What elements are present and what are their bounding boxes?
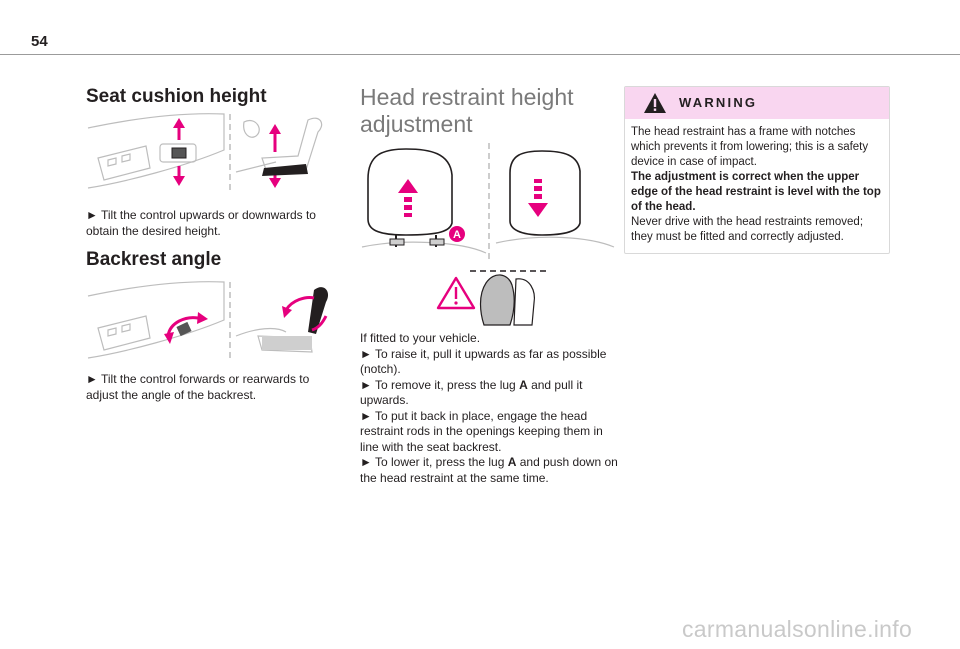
section-title-seat-cushion: Seat cushion height bbox=[86, 86, 267, 107]
backrest-illustration bbox=[87, 281, 329, 362]
warning-body: The head restraint has a frame with notc… bbox=[631, 125, 887, 245]
head-restraint-illustration: A bbox=[361, 143, 615, 326]
warning-text-1: The head restraint has a frame with notc… bbox=[631, 126, 869, 168]
instruction-refit: ► To put it back in place, engage the he… bbox=[360, 408, 603, 454]
warning-box: WARNING The head restraint has a frame w… bbox=[624, 86, 890, 254]
page-number: 54 bbox=[31, 33, 48, 50]
warning-triangle-icon bbox=[644, 93, 666, 113]
seat-cushion-instruction: ► Tilt the control upwards or downwards … bbox=[86, 208, 316, 238]
header-rule bbox=[0, 54, 960, 55]
watermark: carmanualsonline.info bbox=[682, 616, 913, 642]
instruction-intro: If fitted to your vehicle. bbox=[360, 331, 481, 345]
instruction-raise: ► To raise it, pull it upwards as far as… bbox=[360, 346, 607, 377]
lug-label-a: A bbox=[453, 229, 461, 241]
backrest-instruction: ► Tilt the control forwards or rearwards… bbox=[86, 372, 310, 402]
warning-text-3: Never drive with the head restraints rem… bbox=[631, 216, 864, 243]
section-title-backrest: Backrest angle bbox=[86, 249, 222, 270]
seat-cushion-illustration bbox=[87, 113, 323, 190]
warning-title: WARNING bbox=[679, 95, 758, 110]
section-title-head-restraint: Head restraint height adjustment bbox=[360, 84, 574, 137]
warning-text-2: The adjustment is correct when the upper… bbox=[631, 171, 881, 213]
instruction-lower: ► To lower it, press the lug A and push … bbox=[360, 455, 618, 485]
instruction-remove: ► To remove it, press the lug A and pull… bbox=[360, 377, 583, 408]
head-restraint-instructions: If fitted to your vehicle. ► To raise it… bbox=[360, 331, 622, 486]
warning-header: WARNING bbox=[625, 87, 889, 119]
